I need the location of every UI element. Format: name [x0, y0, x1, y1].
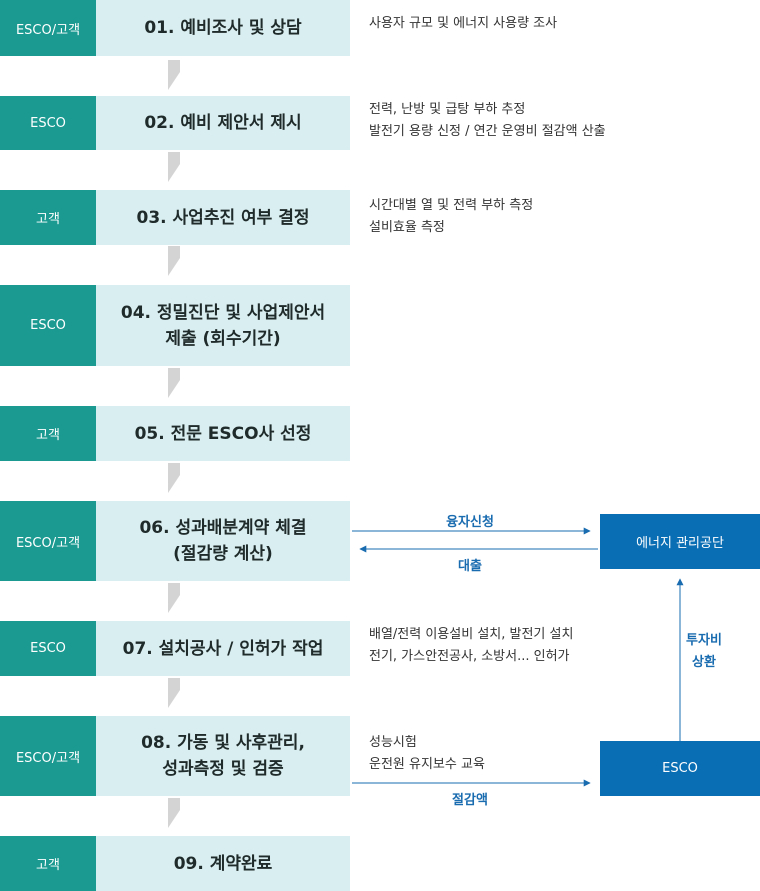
step-row-01: ESCO/고객 01. 예비조사 및 상담	[0, 0, 350, 56]
role-label: 고객	[0, 190, 96, 245]
step-title-line: 성과측정 및 검증	[162, 759, 284, 779]
step-title: 01. 예비조사 및 상담	[96, 0, 350, 56]
step-title-line: 08. 가동 및 사후관리,	[141, 733, 305, 753]
down-arrow-icon	[168, 60, 180, 90]
note-line: 전기, 가스안전공사, 소방서... 인허가	[369, 649, 570, 664]
down-arrow-icon	[168, 463, 180, 493]
repay-label: 투자비 상환	[680, 630, 728, 674]
role-label: ESCO/고객	[0, 501, 96, 581]
role-label: ESCO	[0, 285, 96, 366]
step-title-line: 04. 정밀진단 및 사업제안서	[120, 302, 326, 323]
note-line: 설비효율 측정	[369, 220, 445, 235]
esco-box: ESCO	[600, 741, 760, 796]
note-line: 성능시험	[369, 735, 417, 750]
role-label: ESCO/고객	[0, 716, 96, 796]
down-arrow-icon	[168, 583, 180, 613]
step-note-03: 시간대별 열 및 전력 부하 측정 설비효율 측정	[369, 195, 533, 239]
repay-label-line: 상환	[692, 655, 716, 670]
loan-request-label: 융자신청	[446, 515, 494, 530]
step-title-line: (절감량 계산)	[173, 544, 273, 564]
step-row-09: 고객 09. 계약완료	[0, 836, 350, 891]
energy-agency-box: 에너지 관리공단	[600, 514, 760, 569]
step-row-08: ESCO/고객 08. 가동 및 사후관리, 성과측정 및 검증	[0, 716, 350, 796]
step-note-01: 사용자 규모 및 에너지 사용량 조사	[369, 13, 557, 35]
step-note-02: 전력, 난방 및 급탕 부하 추정 발전기 용량 신정 / 연간 운영비 절감액…	[369, 99, 606, 143]
step-title: 03. 사업추진 여부 결정	[96, 190, 350, 245]
step-title: 02. 예비 제안서 제시	[96, 96, 350, 150]
role-label: 고객	[0, 836, 96, 891]
down-arrow-icon	[168, 246, 180, 276]
step-title: 07. 설치공사 / 인허가 작업	[96, 621, 350, 676]
step-title-line: 05. 전문 ESCO사 선정	[134, 423, 312, 444]
down-arrow-icon	[168, 368, 180, 398]
step-title: 09. 계약완료	[96, 836, 350, 891]
note-line: 시간대별 열 및 전력 부하 측정	[369, 198, 534, 213]
note-line: 사용자 규모 및 에너지 사용량 조사	[369, 16, 558, 31]
step-note-07: 배열/전력 이용설비 설치, 발전기 설치 전기, 가스안전공사, 소방서...…	[369, 624, 573, 668]
down-arrow-icon	[168, 152, 180, 182]
note-line: 발전기 용량 신정 / 연간 운영비 절감액 산출	[369, 124, 606, 139]
step-title: 05. 전문 ESCO사 선정	[96, 406, 350, 461]
down-arrow-icon	[168, 678, 180, 708]
step-row-06: ESCO/고객 06. 성과배분계약 체결 (절감량 계산)	[0, 501, 350, 581]
step-note-08: 성능시험 운전원 유지보수 교육	[369, 732, 485, 776]
role-label: ESCO	[0, 621, 96, 676]
step-title: 08. 가동 및 사후관리, 성과측정 및 검증	[96, 716, 350, 796]
role-label: ESCO	[0, 96, 96, 150]
step-row-03: 고객 03. 사업추진 여부 결정	[0, 190, 350, 245]
step-title-line: 06. 성과배분계약 체결	[139, 518, 307, 538]
step-row-05: 고객 05. 전문 ESCO사 선정	[0, 406, 350, 461]
role-label: ESCO/고객	[0, 0, 96, 56]
step-row-04: ESCO 04. 정밀진단 및 사업제안서 제출 (회수기간)	[0, 285, 350, 366]
note-line: 전력, 난방 및 급탕 부하 추정	[369, 102, 526, 117]
step-title: 04. 정밀진단 및 사업제안서 제출 (회수기간)	[96, 285, 350, 366]
down-arrow-icon	[168, 798, 180, 828]
step-title-line: 07. 설치공사 / 인허가 작업	[122, 638, 324, 659]
step-title-line: 09. 계약완료	[173, 853, 273, 874]
step-row-07: ESCO 07. 설치공사 / 인허가 작업	[0, 621, 350, 676]
step-title-line: 제출 (회수기간)	[165, 328, 281, 349]
loan-label: 대출	[458, 559, 482, 574]
savings-label: 절감액	[452, 793, 488, 808]
step-title-line: 01. 예비조사 및 상담	[144, 18, 302, 38]
note-line: 운전원 유지보수 교육	[369, 757, 485, 772]
step-title: 06. 성과배분계약 체결 (절감량 계산)	[96, 501, 350, 581]
role-label: 고객	[0, 406, 96, 461]
note-line: 배열/전력 이용설비 설치, 발전기 설치	[369, 627, 574, 642]
step-row-02: ESCO 02. 예비 제안서 제시	[0, 96, 350, 150]
step-title-line: 02. 예비 제안서 제시	[144, 113, 302, 133]
step-title-line: 03. 사업추진 여부 결정	[136, 207, 310, 228]
repay-label-line: 투자비	[686, 633, 722, 648]
